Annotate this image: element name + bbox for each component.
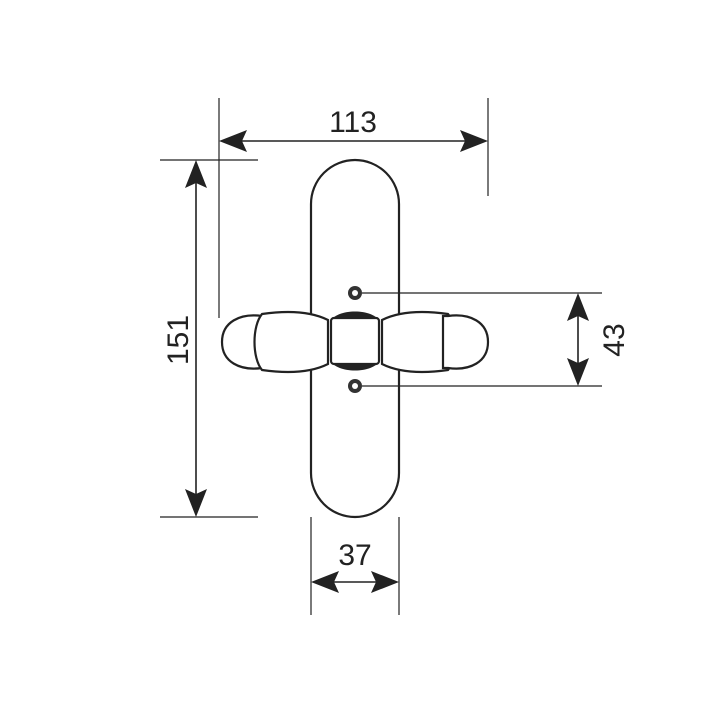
arrow-43-bottom [567,358,589,386]
handle-left-segment [253,310,330,374]
dim-label-151: 151 [162,315,195,365]
handle-right-bulb [441,314,490,370]
arrow-113-left [219,130,247,152]
arrow-37-right [371,571,399,593]
arrow-37-left [311,571,339,593]
dim-label-43: 43 [598,323,631,356]
arrow-43-top [567,293,589,321]
bottom-screw-head [352,383,358,389]
arrow-151-bottom [185,489,207,517]
dim-label-37: 37 [338,539,371,572]
arrow-113-right [460,130,488,152]
arrow-151-top [185,160,207,188]
dim-label-113: 113 [329,106,377,139]
handle-center-collar [329,316,381,366]
top-screw-head [352,290,358,296]
